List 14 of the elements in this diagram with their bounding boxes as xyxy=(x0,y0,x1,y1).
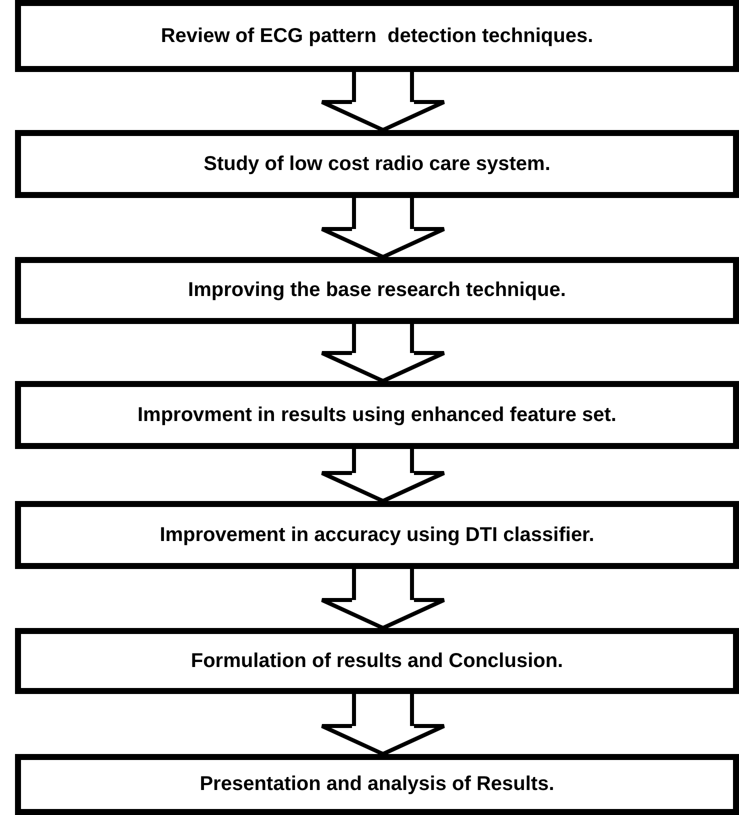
step-text: Improving the base research technique. xyxy=(188,279,566,302)
step-text: Improvement in accuracy using DTI classifier. xyxy=(160,524,594,546)
process-box xyxy=(15,628,739,694)
process-box xyxy=(15,257,739,324)
step-text: Review of ECG pattern detection techniques. xyxy=(160,24,594,48)
process-box xyxy=(15,501,739,569)
process-box xyxy=(15,130,739,198)
step-text: Study of low cost radio care system. xyxy=(204,152,550,176)
step-text: Presentation and analysis of Results. xyxy=(200,773,554,796)
process-box xyxy=(15,381,739,449)
step-text: Improvment in results using enhanced feature set. xyxy=(137,404,616,426)
process-box xyxy=(15,754,739,815)
step-text: Formulation of results and Conclusion. xyxy=(190,650,564,672)
process-box xyxy=(15,0,739,72)
